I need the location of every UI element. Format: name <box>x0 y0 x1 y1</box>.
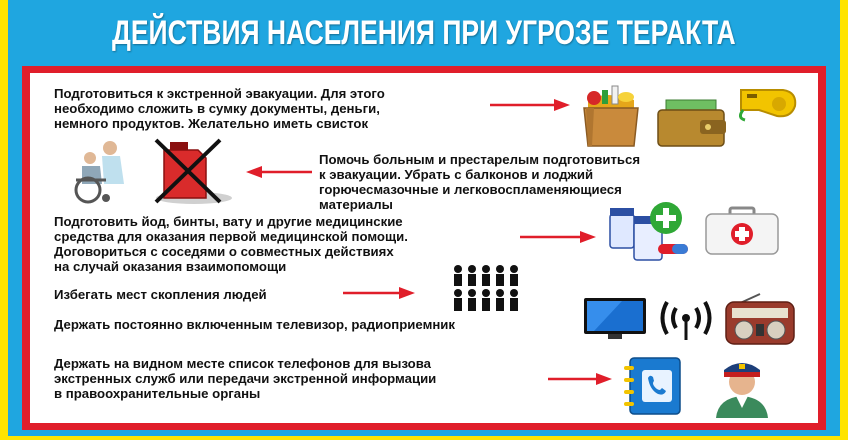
instruction-keep-tv-on: Держать постоянно включенным телевизор, … <box>54 317 455 332</box>
broadcast-signal-icon <box>660 301 712 340</box>
text-line: на случай оказания взаимопомощи <box>54 259 287 274</box>
text-line: экстренных служб или передачи экстренной… <box>54 371 437 386</box>
page-title: ДЕЙСТВИЯ НАСЕЛЕНИЯ ПРИ УГРОЗЕ ТЕРАКТА <box>112 13 736 52</box>
crowd-icon <box>454 265 518 311</box>
text-line: немного продуктов. Желательно иметь свис… <box>54 116 369 131</box>
instruction-first-aid: Подготовить йод, бинты, вату и другие ме… <box>54 214 408 274</box>
title-bar: ДЕЙСТВИЯ НАСЕЛЕНИЯ ПРИ УГРОЗЕ ТЕРАКТА <box>8 0 840 66</box>
arrow-right-icon <box>548 373 612 385</box>
text-line: Договориться с соседями о совместных дей… <box>54 244 394 259</box>
text-line: необходимо сложить в сумку документы, де… <box>54 101 380 116</box>
text-line: Подготовиться к экстренной эвакуации. Дл… <box>54 86 385 101</box>
wallet-icon <box>657 99 726 147</box>
instruction-evacuation: Подготовиться к экстренной эвакуации. Дл… <box>54 86 385 131</box>
radio-icon <box>725 293 795 345</box>
instruction-emergency-phones: Держать на видном месте список телефонов… <box>54 356 436 401</box>
instruction-help-elderly: Помочь больным и престарелым подготовить… <box>319 152 640 212</box>
police-officer-icon <box>716 363 768 418</box>
arrow-left-icon <box>246 166 312 178</box>
arrow-right-icon <box>490 99 570 111</box>
wheelchair-icon <box>74 141 124 204</box>
arrow-right-icon <box>520 231 596 243</box>
medicine-bottles-icon <box>609 202 688 261</box>
whistle-icon <box>738 89 797 122</box>
instruction-avoid-crowds: Избегать мест скопления людей <box>54 287 267 302</box>
text-line: Избегать мест скопления людей <box>54 287 267 302</box>
text-line: Держать на видном месте список телефонов… <box>54 356 431 371</box>
grocery-bag-icon <box>583 85 639 147</box>
arrow-right-icon <box>343 287 415 299</box>
text-line: в правоохранительные органы <box>54 386 261 401</box>
text-line: Подготовить йод, бинты, вату и другие ме… <box>54 214 403 229</box>
text-line: Помочь больным и престарелым подготовить… <box>319 152 641 167</box>
text-line: Держать постоянно включенным телевизор, … <box>54 317 455 332</box>
text-line: средства для оказания первой медицинской… <box>54 229 408 244</box>
tv-icon <box>584 298 646 339</box>
text-line: к эвакуации. Убрать с балконов и лоджий <box>319 167 594 182</box>
text-line: материалы <box>319 197 393 212</box>
first-aid-kit-icon <box>705 206 779 255</box>
text-line: горючесмазочные и легковоспламеняющиеся <box>319 182 622 197</box>
phone-book-icon <box>624 357 681 415</box>
no-fuel-canister-icon <box>154 138 232 204</box>
